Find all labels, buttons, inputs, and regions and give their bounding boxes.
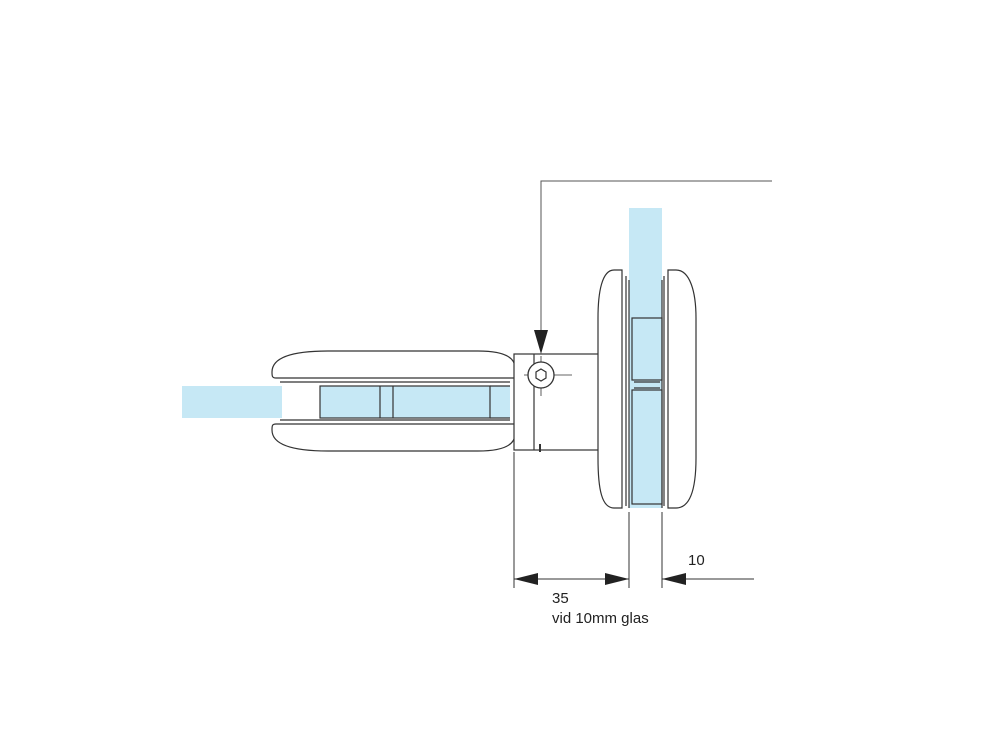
horizontal-clamp — [271, 350, 516, 452]
screw-leader-line — [534, 180, 772, 354]
vertical-glass-pane — [629, 208, 662, 508]
hex-screw-icon — [524, 356, 572, 396]
arrow-35-left — [514, 573, 538, 585]
arrow-35-right — [605, 573, 629, 585]
clamp-connector-body — [513, 353, 601, 452]
arrow-10-right — [662, 573, 686, 585]
vertical-clamp — [597, 269, 697, 509]
dimension-arrows — [514, 573, 686, 585]
dimension-35-label: 35 — [552, 590, 569, 607]
dimension-35-note: vid 10mm glas — [552, 610, 649, 627]
dimension-10-label: 10 — [688, 552, 705, 569]
horizontal-glass-pane — [182, 386, 510, 418]
